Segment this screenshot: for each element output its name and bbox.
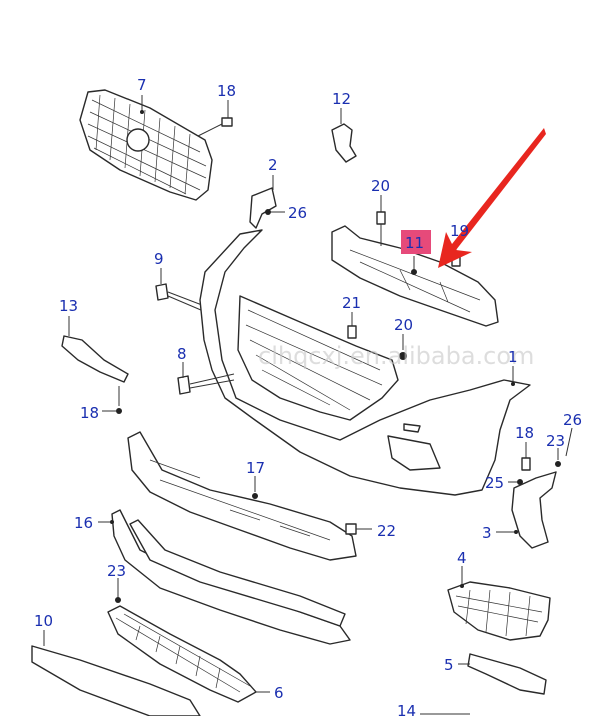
part-label-13: 13 bbox=[59, 297, 78, 315]
part-label-20: 20 bbox=[371, 177, 390, 195]
part-label-20: 20 bbox=[394, 316, 413, 334]
part-label-10: 10 bbox=[34, 612, 53, 630]
part-label-11: 11 bbox=[405, 234, 424, 252]
part-label-21: 21 bbox=[342, 294, 361, 312]
part-label-2: 2 bbox=[268, 156, 278, 174]
part-label-4: 4 bbox=[457, 549, 467, 567]
part-label-26: 26 bbox=[563, 411, 582, 429]
part-label-23: 23 bbox=[546, 432, 565, 450]
part-label-16: 16 bbox=[74, 514, 93, 532]
part-label-14: 14 bbox=[397, 702, 416, 716]
part-label-19: 19 bbox=[450, 222, 469, 240]
part-label-9: 9 bbox=[154, 250, 164, 268]
part-label-23: 23 bbox=[107, 562, 126, 580]
part-label-3: 3 bbox=[482, 524, 492, 542]
part-label-1: 1 bbox=[508, 348, 518, 366]
watermark: clhqcxj.en.alibaba.com bbox=[258, 342, 534, 370]
part-label-18: 18 bbox=[80, 404, 99, 422]
front-grille bbox=[79, 89, 213, 201]
part-label-8: 8 bbox=[177, 345, 187, 363]
part-label-7: 7 bbox=[137, 76, 147, 94]
part-label-22: 22 bbox=[377, 522, 396, 540]
part-label-6: 6 bbox=[274, 684, 284, 702]
highlight-box bbox=[401, 230, 431, 254]
part-label-17: 17 bbox=[246, 459, 265, 477]
part-label-12: 12 bbox=[332, 90, 351, 108]
red-arrow-icon bbox=[438, 128, 546, 268]
part-label-18: 18 bbox=[515, 424, 534, 442]
part-label-25: 25 bbox=[485, 474, 504, 492]
part-label-26: 26 bbox=[288, 204, 307, 222]
part-label-5: 5 bbox=[444, 656, 454, 674]
part-label-18: 18 bbox=[217, 82, 236, 100]
